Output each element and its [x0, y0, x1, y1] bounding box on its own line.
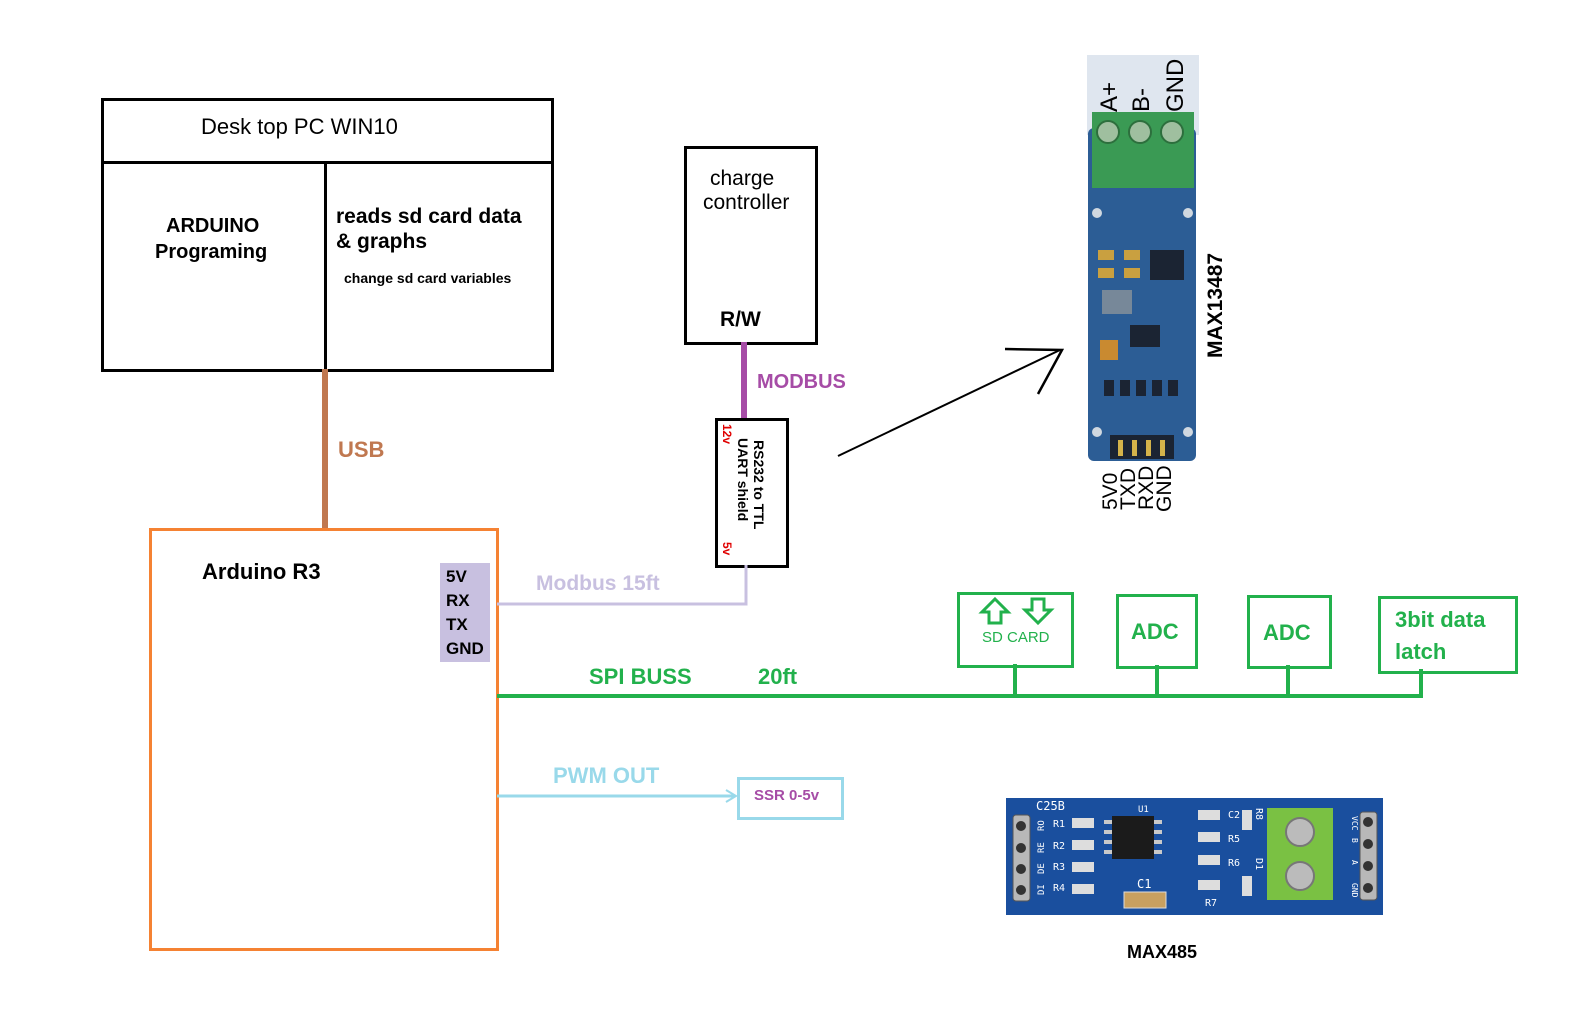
max485-resistor-r3: R3 — [1053, 862, 1065, 873]
pc-divider-horizontal — [101, 161, 551, 164]
max485-right-pin-gnd: GND — [1350, 883, 1359, 898]
sdcard-box — [957, 592, 1074, 668]
max485-left-pin-di: DI — [1037, 884, 1047, 895]
pc-reads-sd-line2: & graphs — [336, 230, 428, 253]
latch-line1: 3bit data — [1395, 607, 1486, 632]
max485-part-c2: C2 — [1228, 810, 1240, 821]
max485-resistor-r1: R1 — [1053, 819, 1065, 830]
max485-left-pin-ro: RO — [1037, 820, 1047, 831]
charge-controller-line1: charge — [710, 167, 775, 190]
arduino-box — [149, 528, 499, 951]
max485-part-r7: R7 — [1205, 898, 1217, 909]
max485-right-pin-b: B — [1350, 838, 1359, 843]
spi-bus-label: SPI BUSS — [589, 664, 692, 689]
max485-left-pin-de: DE — [1037, 863, 1047, 874]
pc-divider-vertical — [324, 164, 327, 369]
max485-right-pin-a: A — [1350, 860, 1359, 865]
max485-right-pin-vcc: VCC — [1350, 816, 1359, 831]
arduino-pin-gnd: GND — [446, 639, 484, 658]
adc1-box — [1116, 594, 1198, 669]
max485-part-r5: R5 — [1228, 834, 1240, 845]
charge-controller-line2: controller — [703, 191, 790, 214]
max485-part-r8: R8 — [1253, 808, 1264, 820]
max485-resistor-r2: R2 — [1053, 841, 1065, 852]
usb-label: USB — [338, 437, 385, 462]
adc1-label: ADC — [1131, 619, 1179, 644]
sdcard-label: SD CARD — [982, 629, 1050, 646]
pc-title: Desk top PC WIN10 — [201, 114, 398, 139]
ssr-label: SSR 0-5v — [754, 787, 820, 804]
usb-line — [322, 369, 328, 531]
max485-part-r6: R6 — [1228, 858, 1240, 869]
arduino-pin-tx: TX — [446, 615, 468, 634]
latch-box — [1378, 596, 1518, 674]
max485-u1: U1 — [1138, 805, 1149, 815]
max485-c1: C1 — [1137, 877, 1151, 891]
pc-reads-sd-line1: reads sd card data — [336, 205, 522, 228]
rs232-shield-box — [715, 418, 789, 568]
adc2-box — [1247, 595, 1332, 669]
arduino-title: Arduino R3 — [202, 559, 321, 584]
arduino-pin-5v: 5V — [446, 567, 467, 586]
pc-arduino-programming-line2: Programing — [155, 241, 268, 263]
pc-arduino-programming-line1: ARDUINO — [166, 215, 260, 237]
charge-controller-box — [684, 146, 818, 345]
pwm-label: PWM OUT — [553, 763, 660, 788]
arduino-pin-block — [440, 563, 490, 662]
max485-left-pin-re: RE — [1037, 842, 1047, 853]
spi-bus-length: 20ft — [758, 664, 798, 689]
charge-controller-rw-port: R/W — [720, 308, 761, 331]
latch-line2: latch — [1395, 639, 1447, 664]
max485-board-id: C25B — [1036, 799, 1065, 813]
max485-label: MAX485 — [1127, 942, 1198, 962]
adc2-label: ADC — [1263, 620, 1311, 645]
modbus-label: MODBUS — [757, 371, 846, 393]
arduino-pin-rx: RX — [446, 591, 470, 610]
modbus-line — [741, 342, 747, 418]
modbus-15ft-label: Modbus 15ft — [536, 572, 660, 595]
ssr-box — [737, 777, 844, 820]
max485-resistor-r4: R4 — [1053, 883, 1065, 894]
max485-part-d1: D1 — [1253, 858, 1264, 870]
pc-change-sd-note: change sd card variables — [344, 270, 512, 286]
